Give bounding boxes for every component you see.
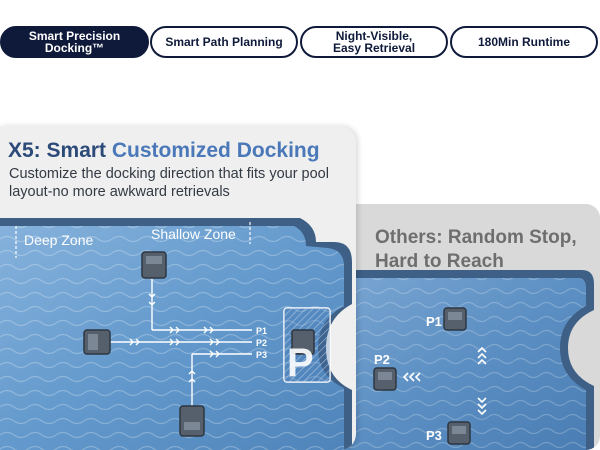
robot-p3 <box>447 421 471 445</box>
x5-title-part1: X5: Smart <box>8 139 112 162</box>
feature-tabs: Smart Precision Docking™ Smart Path Plan… <box>0 26 600 58</box>
tab-label: Smart Path Planning <box>165 35 283 49</box>
tab-label-line2: Easy Retrieval <box>332 41 416 55</box>
deep-zone-label: Deep Zone <box>24 232 93 248</box>
others-pool-illustration: P1 P2 P3 <box>332 270 594 450</box>
dock-letter: P <box>287 341 314 385</box>
tab-label-line2: Docking™ <box>44 41 105 55</box>
tab-180min-runtime[interactable]: 180Min Runtime <box>450 26 598 58</box>
tab-smart-precision-docking[interactable]: Smart Precision Docking™ <box>0 26 149 58</box>
chevrons-down-icon <box>477 397 487 416</box>
tab-label: 180Min Runtime <box>477 35 570 49</box>
point-label-p1: P1 <box>426 314 442 329</box>
point-label-p3: P3 <box>426 428 442 443</box>
robot-p2 <box>373 367 397 391</box>
shallow-zone-label: Shallow Zone <box>151 226 236 242</box>
robot-bottom <box>179 405 205 437</box>
tab-label-line1: Smart Precision <box>28 29 121 43</box>
point-label-p2: P2 <box>374 352 390 367</box>
x5-panel: X5: Smart Customized Docking Customize t… <box>0 126 356 450</box>
tab-night-visible[interactable]: Night-Visible, Easy Retrieval <box>300 26 448 58</box>
docking-paths <box>108 272 252 406</box>
tab-label-line1: Night-Visible, <box>335 29 413 43</box>
path-label-p3: P3 <box>256 350 267 360</box>
x5-title: X5: Smart Customized Docking <box>8 138 353 164</box>
x5-title-part2: Customized Docking <box>111 139 320 162</box>
robot-top <box>141 251 167 279</box>
x5-subtitle: Customize the docking direction that fit… <box>9 166 329 200</box>
others-panel: Others: Random Stop, Hard to Reach P1 P2 <box>332 204 600 450</box>
x5-pool-illustration: Deep Zone Shallow Zone P1 P2 P3 <box>0 218 352 450</box>
docking-station-icon <box>283 307 331 383</box>
robot-left <box>83 329 111 355</box>
chevrons-left-icon <box>402 372 421 382</box>
robot-p1 <box>443 307 467 331</box>
tab-smart-path-planning[interactable]: Smart Path Planning <box>150 26 298 58</box>
path-arrows-icon <box>129 293 220 383</box>
path-label-p1: P1 <box>256 326 267 336</box>
chevrons-up-icon <box>477 346 487 365</box>
path-label-p2: P2 <box>256 338 267 348</box>
others-title: Others: Random Stop, Hard to Reach <box>375 227 577 272</box>
